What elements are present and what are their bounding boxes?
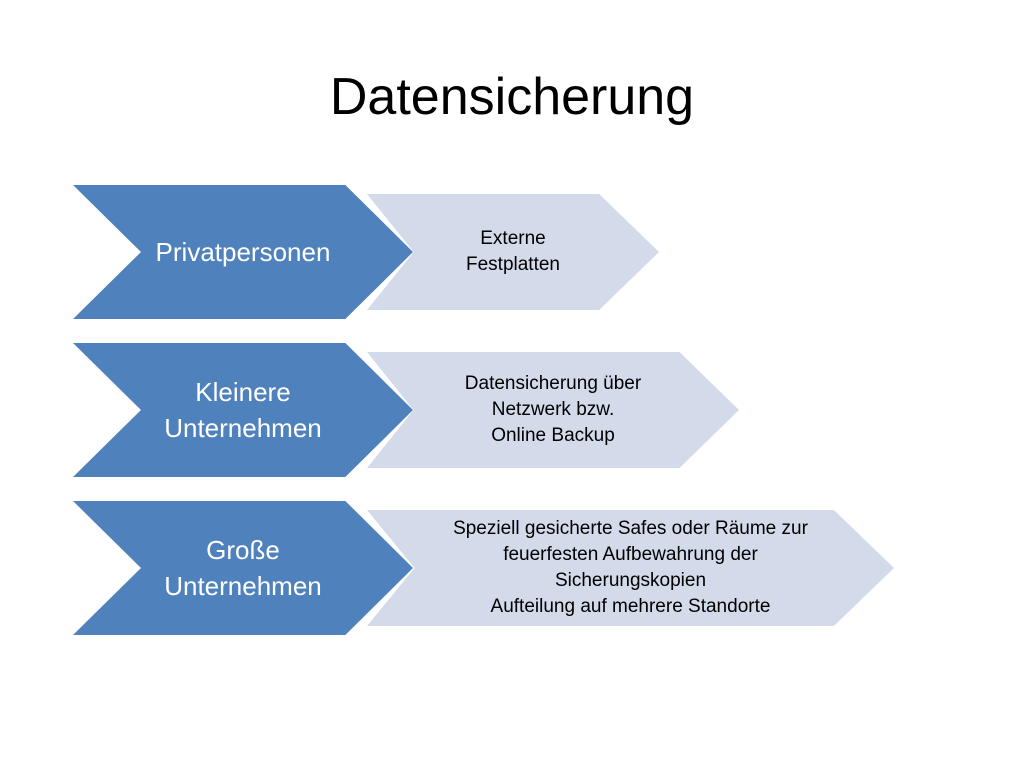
category-chevron-3: Große Unternehmen — [73, 501, 413, 635]
category-chevron-2: Kleinere Unternehmen — [73, 343, 413, 477]
detail-chevron-3: Speziell gesicherte Safes oder Räume zur… — [367, 510, 894, 626]
category-label-3: Große Unternehmen — [164, 535, 322, 601]
category-chevron-1: Privatpersonen — [73, 185, 413, 319]
category-label-1: Privatpersonen — [155, 237, 331, 267]
detail-text-2: Datensicherung über Netzwerk bzw. Online… — [464, 373, 642, 446]
slide-title: Datensicherung — [329, 68, 695, 126]
detail-chevron-2: Datensicherung über Netzwerk bzw. Online… — [367, 352, 739, 468]
category-label-2: Kleinere Unternehmen — [164, 377, 322, 443]
detail-chevron-1: Externe Festplatten — [367, 194, 659, 310]
detail-text-1: Externe Festplatten — [466, 228, 560, 275]
detail-text-3: Speziell gesicherte Safes oder Räume zur… — [453, 518, 808, 617]
